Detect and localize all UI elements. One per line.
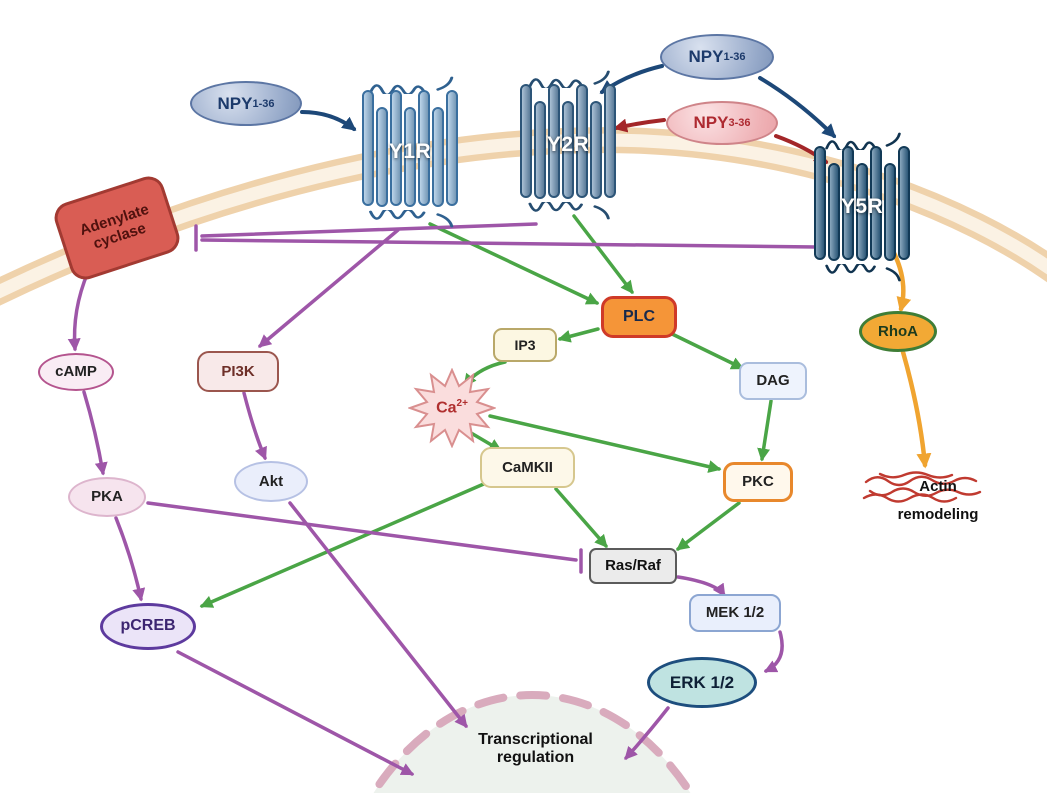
receptor-y5r: Y5R [810, 132, 914, 282]
node-dag: DAG [739, 362, 807, 400]
node-pka: PKA [68, 477, 146, 517]
actin-remodeling-label: Actin remodeling [876, 478, 1000, 523]
receptor-y2r: Y2R [512, 70, 624, 220]
node-pka-label: PKA [91, 488, 123, 506]
receptor-y1r: Y1R [352, 76, 468, 228]
node-erk: ERK 1/2 [647, 657, 757, 708]
receptor-loop-icon [369, 76, 454, 94]
actin-filaments-icon [862, 471, 982, 503]
ligand-subscript: 1-36 [723, 51, 746, 63]
node-camp: cAMP [38, 353, 114, 391]
node-plc-label: PLC [623, 307, 655, 325]
ligand-label: NPY [217, 93, 253, 113]
node-rhoa: RhoA [859, 311, 937, 352]
node-pi3k: PI3K [197, 351, 279, 392]
node-camkii-label: CaMKII [502, 458, 553, 476]
node-pkc: PKC [723, 462, 793, 502]
nucleus [368, 691, 696, 793]
ligand-subscript: 1-36 [252, 97, 275, 110]
orange-arrows [891, 250, 932, 469]
receptor-loop-icon [825, 132, 901, 150]
receptor-y1r-label: Y1R [388, 140, 432, 163]
node-ip3-label: IP3 [514, 336, 536, 353]
actin-label-line2: remodeling [897, 506, 979, 523]
node-ip3: IP3 [493, 328, 557, 362]
receptor-helices [352, 90, 468, 210]
ligand-label: NPY [693, 113, 729, 132]
node-mek: MEK 1/2 [689, 594, 781, 632]
receptor-y5r-label: Y5R [840, 195, 884, 218]
nucleus-label-line2: regulation [496, 749, 575, 766]
node-ras-raf-label: Ras/Raf [605, 557, 661, 575]
node-dag-label: DAG [756, 372, 790, 390]
node-pkc-label: PKC [742, 473, 774, 491]
node-pi3k-label: PI3K [221, 362, 255, 380]
node-ca2plus-label: Ca2+ [436, 397, 468, 417]
receptor-helices [810, 146, 914, 264]
transcriptional-regulation-label: Transcriptional regulation [438, 731, 633, 767]
node-akt: Akt [234, 461, 308, 502]
node-ca2plus: Ca2+ [408, 368, 496, 448]
receptor-loop-icon [528, 70, 610, 88]
node-ras-raf: Ras/Raf [589, 548, 677, 584]
ligand-subscript: 3-36 [728, 117, 751, 129]
green-arrows [199, 214, 773, 608]
node-camp-label: cAMP [55, 363, 97, 381]
receptor-loop-icon [528, 202, 610, 220]
node-mek-label: MEK 1/2 [705, 604, 765, 622]
receptor-loop-icon [369, 210, 454, 228]
ligand-label: NPY [688, 47, 724, 66]
receptor-loop-icon [825, 264, 901, 282]
actin-label-line1: Actin [919, 478, 957, 495]
node-rhoa-label: RhoA [878, 322, 918, 340]
node-pcreb: pCREB [100, 603, 196, 650]
node-pcreb-label: pCREB [120, 617, 176, 635]
node-akt-label: Akt [258, 472, 284, 490]
node-camkii: CaMKII [480, 447, 575, 488]
node-plc: PLC [601, 296, 677, 338]
receptor-y2r-label: Y2R [546, 133, 590, 156]
receptor-helices [512, 84, 624, 202]
node-erk-label: ERK 1/2 [669, 672, 735, 692]
purple-arrows [67, 222, 818, 776]
nucleus-label-line1: Transcriptional [478, 731, 593, 748]
